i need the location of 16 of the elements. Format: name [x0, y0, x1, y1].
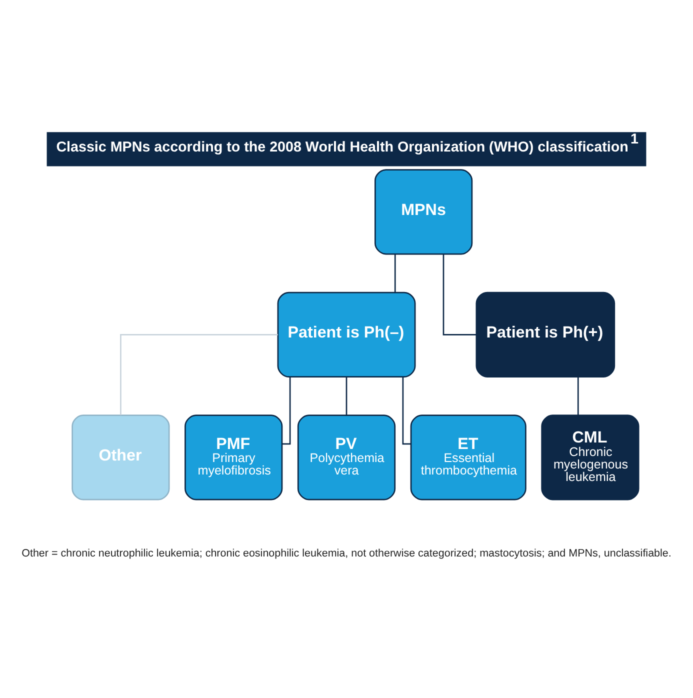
node-box: CML Chronic myelogenous leukemia: [541, 414, 640, 500]
connector: [282, 376, 291, 445]
node-box: Patient is Ph(+): [476, 292, 616, 378]
connector: [577, 376, 579, 416]
node-box: ET Essential thrombocythemia: [410, 414, 526, 500]
node-box: Patient is Ph(–): [277, 292, 416, 378]
connector: [346, 376, 348, 416]
connector: [442, 254, 476, 336]
node-box: Other: [72, 414, 170, 500]
node-box: MPNs: [374, 169, 473, 255]
node-box: PV Polycythemia vera: [297, 414, 396, 500]
connector: [120, 334, 278, 416]
connector: [402, 376, 411, 445]
label: Other = chronic neutrophilic leukemia; chronic eosinophilic leukemia, not otherwise categorized; mastocytosis; and MPNs, unclassifiable.: [22, 548, 672, 560]
node-box: PMF Primary myelofibrosis: [184, 414, 283, 500]
connector: [394, 254, 396, 292]
